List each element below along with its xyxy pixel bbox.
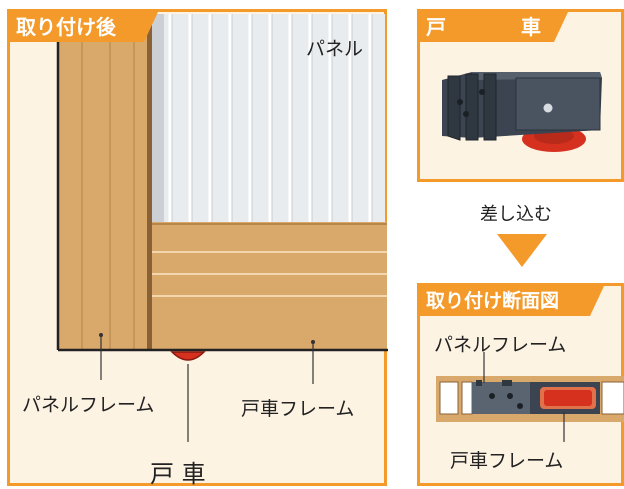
panel-label: パネル — [306, 38, 364, 60]
insert-label: 差し込む — [480, 204, 552, 225]
cross-section-tag-label: 取り付け断面図 — [426, 290, 560, 312]
roller-tag: 戸 車 — [420, 12, 568, 42]
roller-panel: 戸 車 — [417, 9, 624, 182]
cross-section-roller-frame-label: 戸車フレーム — [450, 450, 564, 472]
after-install-tag-label: 取り付け後 — [16, 15, 116, 39]
cross-section-illustration — [436, 352, 624, 442]
roller-illustration — [442, 72, 602, 152]
cross-section-panel-frame-label: パネルフレーム — [434, 334, 567, 356]
after-install-illustration — [56, 14, 388, 442]
roller-frame-label: 戸車フレーム — [241, 398, 355, 420]
panel-ribs — [168, 14, 372, 222]
after-install-panel: 取り付け後 パネル パネルフレーム 戸車フレーム 戸 車 — [7, 9, 388, 488]
roller-frame-wood — [150, 222, 387, 350]
roller-tag-part2: 車 — [520, 15, 541, 39]
roller-label: 戸 車 — [150, 460, 206, 488]
cross-section-tag: 取り付け断面図 — [420, 286, 604, 316]
panel-frame-wood — [58, 14, 152, 350]
panel-frame-label: パネルフレーム — [22, 394, 155, 416]
roller-tag-part1: 戸 — [426, 15, 446, 39]
cross-section-panel: 取り付け断面図 パネルフレーム 戸車フレーム — [417, 283, 624, 486]
after-install-tag: 取り付け後 — [10, 12, 158, 42]
roller-wheel — [170, 351, 206, 361]
